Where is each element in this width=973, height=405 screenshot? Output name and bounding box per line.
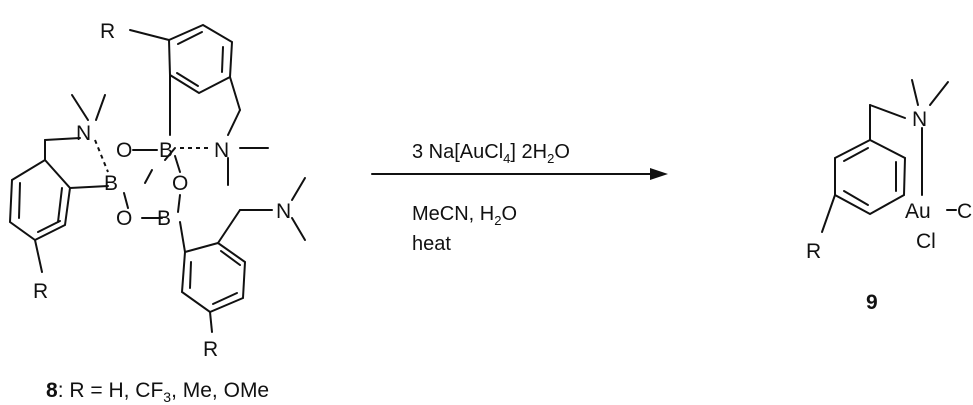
reactant-N-right: N (276, 200, 291, 223)
product-N-methyl-1 (911, 79, 919, 106)
ring-B1-O1 (164, 147, 176, 161)
reagent-text: 3 Na[AuCl4] 2H2O (412, 141, 570, 166)
top-ring-inner-bond-3 (176, 72, 199, 87)
bottom-ring-inner-bond-3 (212, 292, 238, 305)
compound-number-8: 8 (46, 379, 58, 402)
reactant-B-top: B (159, 139, 173, 162)
top-R-bond (129, 29, 170, 41)
left-ring-to-B-bond (69, 185, 109, 189)
product-N-methyl-2 (929, 81, 949, 106)
product-CH2-bond-b (869, 104, 906, 119)
right-N-methyl-1 (291, 177, 306, 201)
product-label-9: 9 (866, 291, 878, 314)
bottom-R-bond (209, 311, 213, 333)
ring-O2-B3 (177, 194, 181, 213)
solvent-prefix: MeCN, H (412, 203, 494, 225)
product-R: R (806, 240, 821, 263)
ring-O1-B2 (144, 169, 153, 184)
top-CH2-bond-a (229, 76, 241, 111)
reactant-N-middle: N (214, 139, 229, 162)
right-N-methyl-2 (291, 217, 306, 241)
reactant-R-top: R (100, 20, 115, 43)
solvent-text: MeCN, H2O (412, 203, 517, 228)
product-ring-inner-bond-1 (843, 147, 869, 162)
reactant-O-upper-left: O (116, 139, 132, 162)
product-ring-inner-bond-3 (843, 190, 869, 206)
reactant-8-structure (8, 23, 306, 333)
left-N-methyl-2 (95, 94, 106, 121)
caption-text-b: , Me, OMe (171, 379, 269, 402)
solvent-subscript: 2 (494, 213, 501, 228)
product-Cl-right: C (957, 200, 972, 223)
reagent-subscript-4: 4 (503, 151, 510, 166)
reaction-arrow-head (650, 168, 668, 180)
ring-O3-B2 (123, 192, 129, 209)
bottom-aryl-ring (180, 241, 247, 314)
reactant-B-bottom: B (157, 207, 171, 230)
reactant-R-left: R (33, 280, 48, 303)
left-ring-inner-bond-2 (57, 187, 63, 223)
ring-B1-O2 (174, 155, 181, 173)
caption-subscript: 3 (163, 389, 171, 405)
reagent-subscript-2: 2 (547, 151, 554, 166)
reactant-B-left: B (104, 172, 118, 195)
reagent-suffix: O (554, 141, 570, 163)
top-ring-inner-bond-1 (177, 31, 203, 45)
left-N-CH2-bond (44, 137, 81, 141)
left-ring-inner-bond-1 (18, 182, 21, 219)
condition-text: heat (412, 233, 451, 255)
bottom-B-ring-bond (179, 221, 186, 253)
bottom-ring-inner-bond-1 (189, 261, 192, 289)
product-N: N (912, 108, 927, 131)
bottom-CH2-bond-a (217, 209, 241, 244)
product-9-structure (821, 79, 957, 233)
product-Cl-bottom: Cl (916, 230, 936, 253)
product-Au: Au (905, 200, 931, 223)
left-N-B-dative-bond (94, 139, 109, 173)
top-CH2-bond-b (227, 109, 241, 136)
left-ring-inner-bond-3 (37, 220, 61, 233)
reactant-R-bottom: R (203, 338, 218, 361)
reactant-N-left: N (76, 122, 91, 145)
reagent-prefix: 3 Na[AuCl (412, 141, 503, 163)
reactant-caption: 8: R = H, CF3, Me, OMe (46, 379, 269, 405)
caption-text-a: : R = H, CF (58, 379, 164, 402)
left-N-methyl-1 (71, 94, 89, 121)
product-R-bond (821, 194, 836, 233)
product-aryl-ring (834, 138, 907, 216)
top-ring-inner-bond-2 (221, 46, 224, 73)
solvent-suffix: O (501, 203, 517, 225)
reactant-O-lower: O (116, 207, 132, 230)
reagent-middle: ] 2H (510, 141, 547, 163)
reactant-O-right: O (172, 172, 188, 195)
left-R-bond (34, 239, 43, 273)
bottom-ring-inner-bond-2 (220, 250, 241, 266)
